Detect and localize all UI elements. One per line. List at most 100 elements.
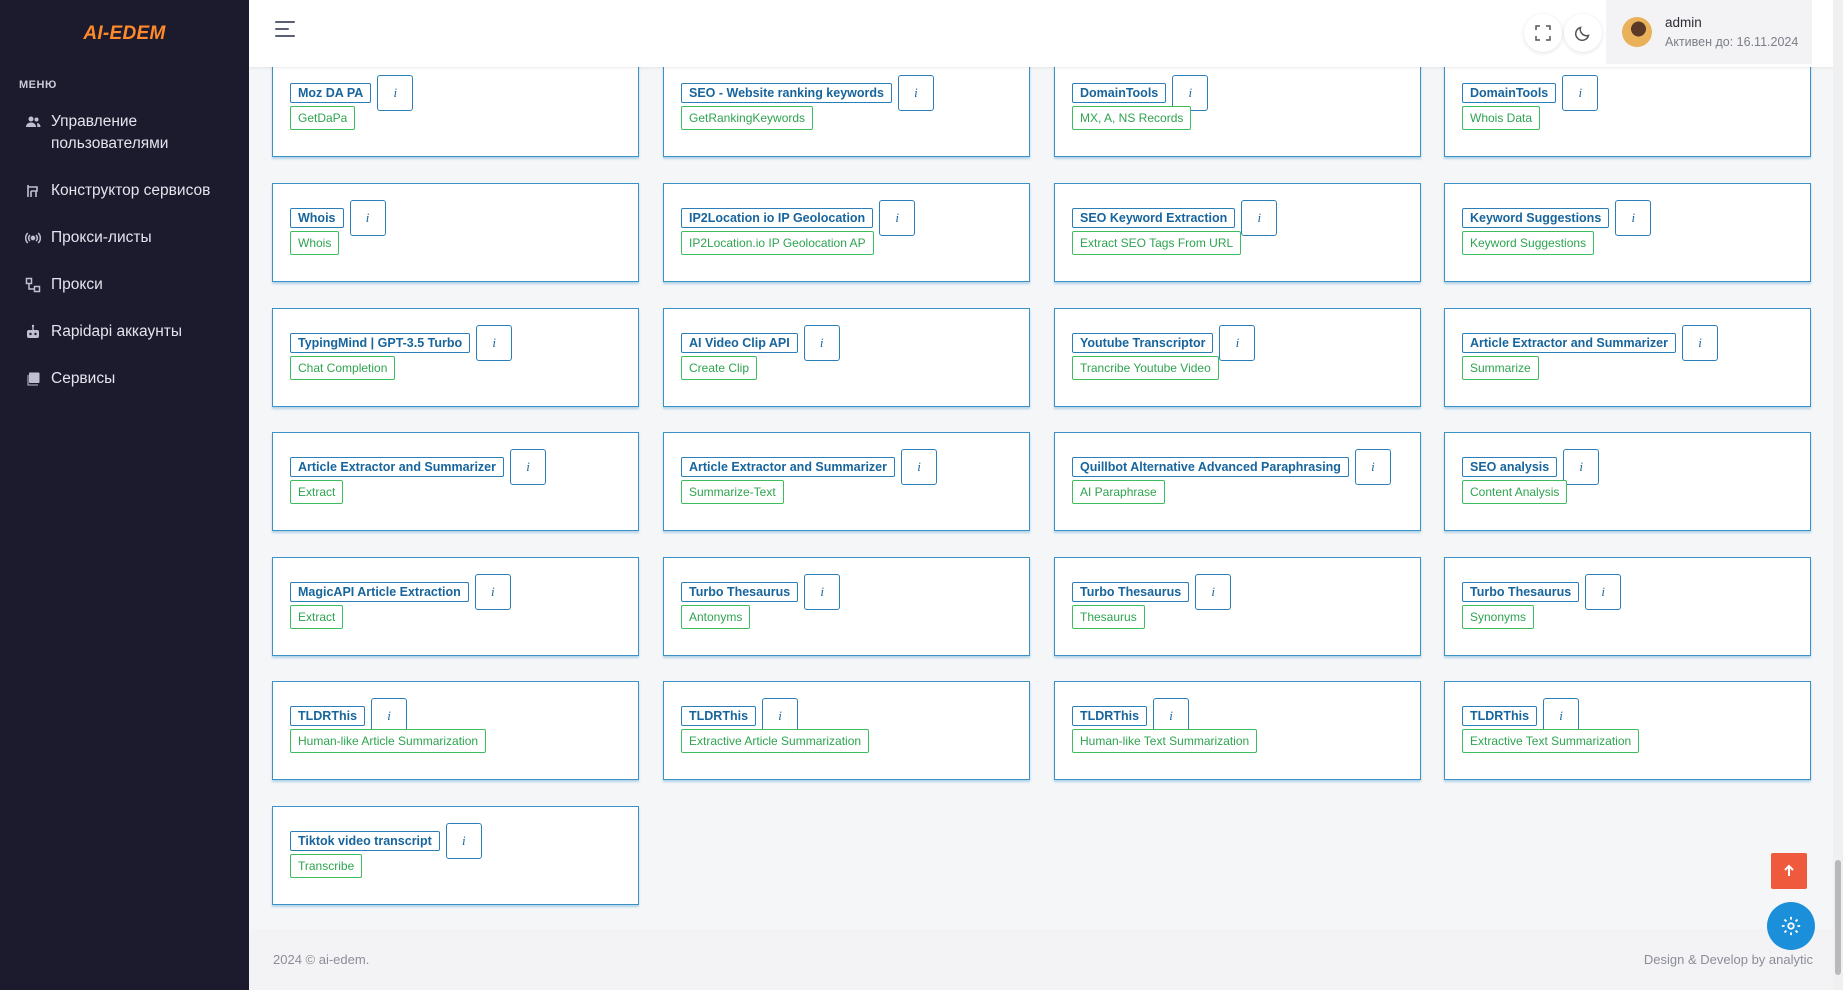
service-endpoint[interactable]: IP2Location.io IP Geolocation AP bbox=[681, 231, 874, 255]
service-title[interactable]: Quillbot Alternative Advanced Paraphrasi… bbox=[1072, 457, 1349, 477]
info-icon[interactable]: i bbox=[1543, 698, 1580, 734]
scroll-top-button[interactable] bbox=[1771, 853, 1807, 889]
service-endpoint[interactable]: Whois bbox=[290, 231, 340, 255]
service-title[interactable]: Youtube Transcriptor bbox=[1072, 333, 1214, 353]
constructor-icon bbox=[24, 180, 42, 202]
sidebar-item-proxy[interactable]: Прокси bbox=[0, 274, 249, 296]
sidebar-item-services[interactable]: Сервисы bbox=[0, 368, 249, 390]
service-endpoint[interactable]: Create Clip bbox=[681, 356, 758, 380]
service-endpoint[interactable]: Trancribe Youtube Video bbox=[1072, 356, 1219, 380]
page-scrollbar[interactable] bbox=[1833, 0, 1843, 990]
info-icon[interactable]: i bbox=[1153, 698, 1190, 734]
service-endpoint[interactable]: Thesaurus bbox=[1072, 605, 1145, 629]
service-title[interactable]: TypingMind | GPT-3.5 Turbo bbox=[290, 333, 471, 353]
info-icon[interactable]: i bbox=[1172, 75, 1209, 111]
service-endpoint[interactable]: Summarize-Text bbox=[681, 480, 784, 504]
info-icon[interactable]: i bbox=[901, 449, 937, 485]
info-icon[interactable]: i bbox=[879, 200, 916, 236]
dark-mode-icon[interactable] bbox=[1564, 14, 1602, 52]
sidebar-item-users[interactable]: Управление пользователями bbox=[0, 111, 249, 155]
service-title[interactable]: Turbo Thesaurus bbox=[681, 582, 799, 602]
info-icon[interactable]: i bbox=[804, 574, 841, 610]
service-endpoint[interactable]: Extract bbox=[290, 480, 344, 504]
sidebar-item-proxy-lists[interactable]: Прокси-листы bbox=[0, 227, 249, 249]
service-title[interactable]: DomainTools bbox=[1072, 83, 1167, 103]
service-title[interactable]: TLDRThis bbox=[1072, 706, 1148, 726]
info-icon[interactable]: i bbox=[377, 75, 414, 111]
info-icon[interactable]: i bbox=[1241, 200, 1278, 236]
info-icon[interactable]: i bbox=[474, 574, 511, 610]
service-endpoint[interactable]: Chat Completion bbox=[290, 356, 396, 380]
service-endpoint[interactable]: AI Paraphrase bbox=[1072, 480, 1165, 504]
service-title[interactable]: MagicAPI Article Extraction bbox=[290, 582, 469, 602]
info-icon[interactable]: i bbox=[1682, 325, 1718, 361]
menu-toggle-icon[interactable] bbox=[275, 21, 299, 45]
service-endpoint[interactable]: Human-like Text Summarization bbox=[1072, 729, 1258, 753]
service-endpoint[interactable]: Keyword Suggestions bbox=[1462, 231, 1595, 255]
service-title[interactable]: DomainTools bbox=[1462, 83, 1557, 103]
service-title[interactable]: Article Extractor and Summarizer bbox=[290, 457, 504, 477]
service-title[interactable]: TLDRThis bbox=[681, 706, 757, 726]
info-icon[interactable]: i bbox=[1354, 449, 1391, 485]
robot-icon bbox=[24, 321, 42, 343]
service-title[interactable]: SEO Keyword Extraction bbox=[1072, 208, 1236, 228]
service-title[interactable]: AI Video Clip API bbox=[681, 333, 798, 353]
info-icon[interactable]: i bbox=[1585, 574, 1622, 610]
service-endpoint[interactable]: GetDaPa bbox=[290, 106, 356, 130]
service-endpoint[interactable]: GetRankingKeywords bbox=[681, 106, 814, 130]
info-icon[interactable]: i bbox=[803, 325, 840, 361]
service-title[interactable]: TLDRThis bbox=[1462, 706, 1538, 726]
service-endpoint[interactable]: Antonyms bbox=[681, 605, 751, 629]
service-title[interactable]: Article Extractor and Summarizer bbox=[681, 457, 895, 477]
info-icon[interactable]: i bbox=[476, 325, 513, 361]
user-menu[interactable]: admin Активен до: 16.11.2024 bbox=[1606, 0, 1812, 64]
info-icon[interactable]: i bbox=[371, 698, 408, 734]
service-title[interactable]: SEO - Website ranking keywords bbox=[681, 83, 892, 103]
service-endpoint[interactable]: Human-like Article Summarization bbox=[290, 729, 487, 753]
service-endpoint[interactable]: Content Analysis bbox=[1462, 480, 1568, 504]
info-icon[interactable]: i bbox=[1219, 325, 1256, 361]
service-title[interactable]: SEO analysis bbox=[1462, 457, 1558, 477]
service-endpoint[interactable]: Summarize bbox=[1462, 356, 1539, 380]
service-title[interactable]: Turbo Thesaurus bbox=[1462, 582, 1580, 602]
service-endpoint[interactable]: Whois Data bbox=[1462, 106, 1541, 130]
service-endpoint[interactable]: Extract SEO Tags From URL bbox=[1072, 231, 1242, 255]
fullscreen-icon[interactable] bbox=[1524, 14, 1562, 52]
logo[interactable]: AI-EDEM bbox=[83, 22, 166, 44]
service-title[interactable]: Whois bbox=[290, 208, 344, 228]
info-icon[interactable]: i bbox=[897, 75, 934, 111]
service-endpoint[interactable]: Synonyms bbox=[1462, 605, 1535, 629]
service-endpoint[interactable]: Transcribe bbox=[290, 854, 363, 878]
info-icon[interactable]: i bbox=[1562, 75, 1599, 111]
info-icon[interactable]: i bbox=[349, 200, 386, 236]
info-icon[interactable]: i bbox=[445, 823, 482, 859]
scrollbar-thumb[interactable] bbox=[1835, 860, 1841, 975]
info-icon[interactable]: i bbox=[1563, 449, 1600, 485]
info-icon[interactable]: i bbox=[510, 449, 546, 485]
info-icon[interactable]: i bbox=[762, 698, 799, 734]
service-title[interactable]: Turbo Thesaurus bbox=[1072, 582, 1190, 602]
sidebar-item-rapidapi[interactable]: Rapidapi аккаунты bbox=[0, 321, 249, 343]
menu-title: МЕНЮ bbox=[19, 79, 57, 91]
service-title[interactable]: Moz DA PA bbox=[290, 83, 372, 103]
service-title[interactable]: TLDRThis bbox=[290, 706, 366, 726]
info-icon[interactable]: i bbox=[1195, 574, 1232, 610]
service-title[interactable]: Article Extractor and Summarizer bbox=[1462, 333, 1676, 353]
sidebar-item-constructor[interactable]: Конструктор сервисов bbox=[0, 180, 249, 202]
settings-gear-icon[interactable] bbox=[1767, 902, 1815, 950]
service-endpoint[interactable]: Extractive Text Summarization bbox=[1462, 729, 1640, 753]
service-title[interactable]: Keyword Suggestions bbox=[1462, 208, 1610, 228]
info-icon[interactable]: i bbox=[1615, 200, 1652, 236]
service-endpoint[interactable]: MX, A, NS Records bbox=[1072, 106, 1192, 130]
service-title[interactable]: Tiktok video transcript bbox=[290, 831, 440, 851]
service-title[interactable]: IP2Location io IP Geolocation bbox=[681, 208, 874, 228]
service-endpoint[interactable]: Extract bbox=[290, 605, 344, 629]
service-endpoint[interactable]: Extractive Article Summarization bbox=[681, 729, 870, 753]
